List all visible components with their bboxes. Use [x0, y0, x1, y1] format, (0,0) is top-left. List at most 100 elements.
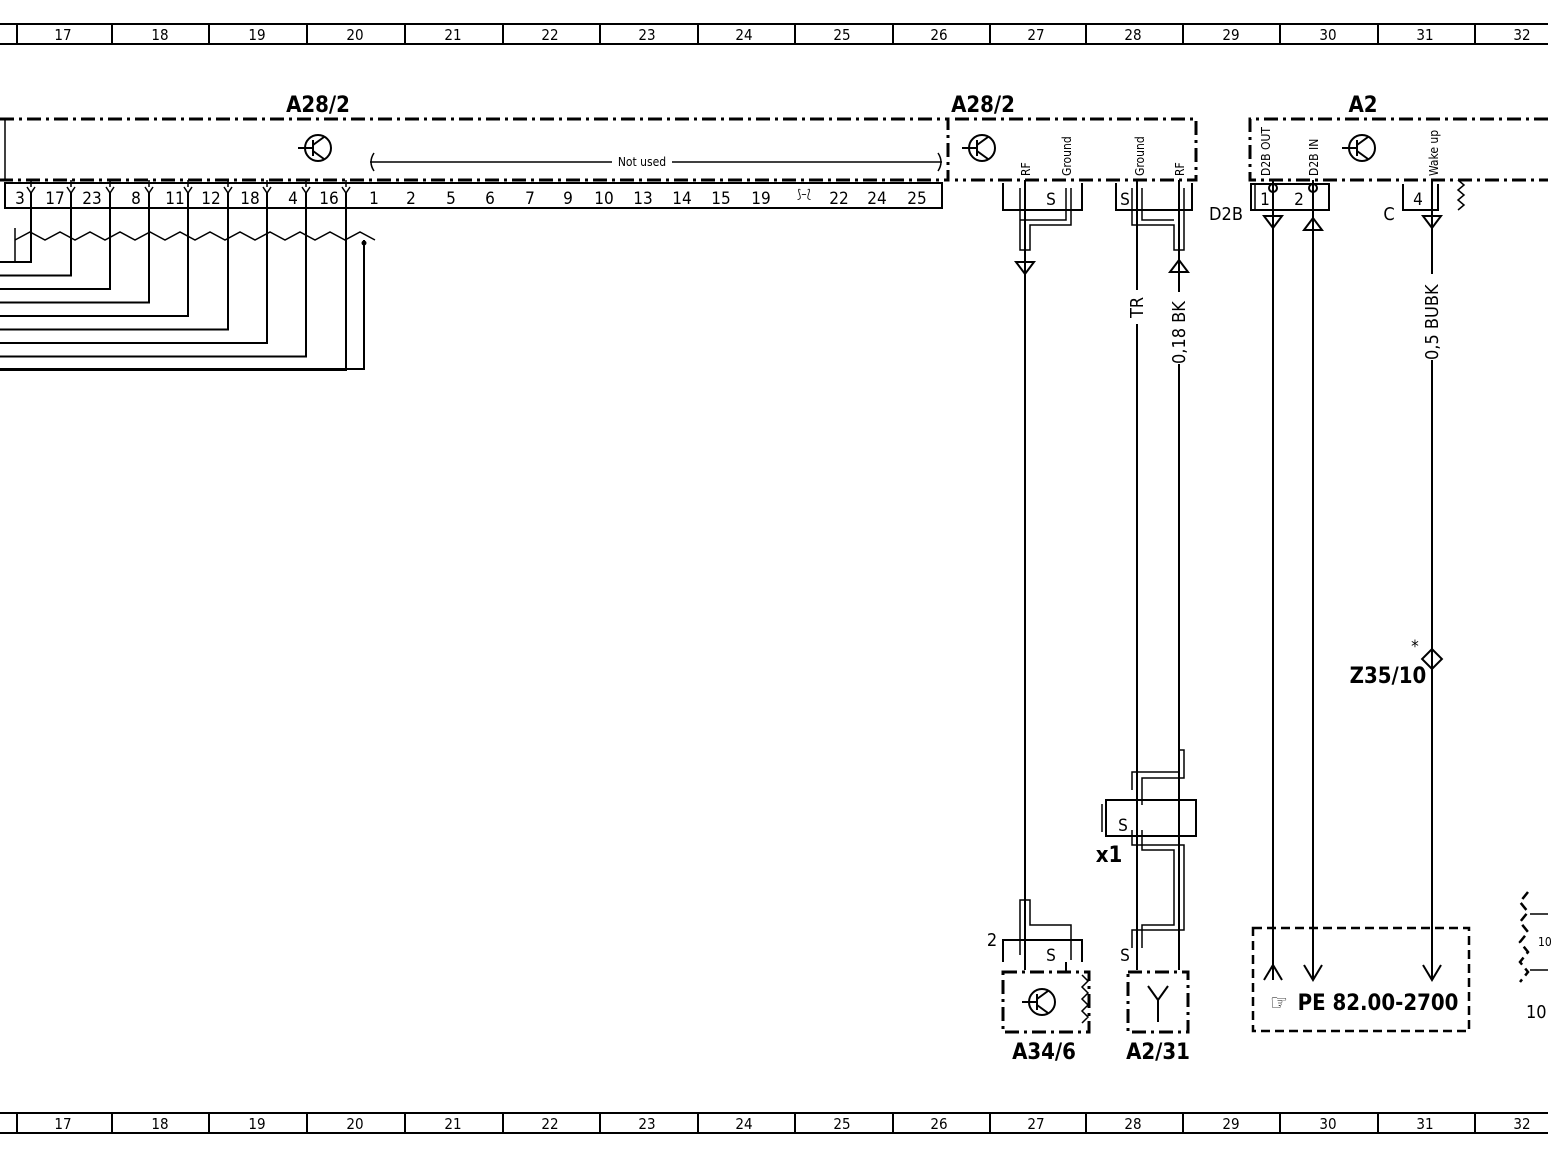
a34-shield-label: S	[1046, 946, 1056, 966]
d2b-out-label: D2B OUT	[1259, 127, 1273, 176]
grid-number: 31	[1416, 1115, 1433, 1133]
d2b-pin-2: 2	[1294, 190, 1304, 210]
grid-number: 23	[638, 26, 655, 44]
not-used-label: Not used	[618, 155, 666, 169]
x1-label: x1	[1096, 843, 1123, 868]
a28-2-module-right: A28/2 RF Ground Ground RF S S	[951, 93, 1198, 970]
x1-connector: S x1	[1096, 749, 1197, 948]
pin-socket-icon	[66, 186, 76, 195]
a28-2-unused-pin: 1	[369, 189, 379, 209]
shield-label-b: S	[1120, 190, 1130, 210]
a28-2-unused-pin: 15	[711, 189, 730, 209]
pin-socket-icon	[262, 186, 272, 195]
shield-label-a: S	[1046, 190, 1056, 210]
pe-reference-text: PE 82.00-2700	[1298, 991, 1459, 1016]
wake-up-label: Wake up	[1427, 130, 1441, 176]
grid-ruler-top: 17 18 19 20 21 22 23 24 25 26 27 28 29 30 31 32	[0, 23, 1548, 45]
a28-2-label-right: A28/2	[951, 93, 1015, 118]
a28-2-used-pin: 11	[165, 189, 184, 209]
grid-number: 19	[248, 26, 265, 44]
c-pin-4: 4	[1413, 190, 1423, 210]
grid-number: 18	[151, 26, 168, 44]
grid-number: 29	[1222, 26, 1239, 44]
grid-number: 23	[638, 1115, 655, 1133]
grid-number: 20	[346, 1115, 363, 1133]
d2b-plug-label: D2B	[1209, 204, 1243, 225]
c-plug-label: C	[1383, 204, 1394, 225]
wire-bubk-label: 0,5 BUBK	[1422, 284, 1443, 360]
pin-socket-icon	[223, 186, 233, 195]
hand-pointer-icon: ☞	[1270, 991, 1288, 1016]
a28-2-unused-pin: 19	[751, 189, 770, 209]
grid-number: 24	[735, 26, 752, 44]
pin-socket-icon	[26, 186, 36, 195]
a28-2-used-pin: 3	[15, 189, 25, 209]
pin-socket-icon	[183, 186, 193, 195]
grid-number: 22	[541, 26, 558, 44]
d2b-pin-1: 1	[1260, 190, 1270, 210]
wire-bk-label: 0,18 BK	[1169, 301, 1190, 364]
a28-2-unused-pin: 22	[829, 189, 848, 209]
transistor-icon	[1022, 988, 1056, 1016]
pin-gap-symbol: ⟆–⟅	[797, 187, 811, 201]
grid-number: 32	[1513, 26, 1530, 44]
edge-large-label: 10	[1526, 1002, 1547, 1023]
edge-small-label: 10	[1538, 935, 1552, 949]
grid-number: 27	[1027, 26, 1044, 44]
grid-number: 31	[1416, 26, 1433, 44]
a34-pin-2: 2	[987, 930, 997, 951]
a28-2-label-left: A28/2	[286, 93, 350, 118]
grid-number: 30	[1319, 26, 1336, 44]
pin-socket-icon	[341, 186, 351, 195]
pe-reference-box: ☞ PE 82.00-2700	[1251, 926, 1471, 1033]
a28-2-used-pin: 17	[45, 189, 64, 209]
a28-2-used-pin: 23	[82, 189, 101, 209]
a28-2-used-pin: 16	[319, 189, 338, 209]
a2-module: A2 D2B OUT D2B IN Wake up D2B 1 2 C 4	[1209, 93, 1548, 982]
grid-number: 28	[1124, 1115, 1141, 1133]
a2-31-label: A2/31	[1126, 1040, 1190, 1065]
grid-number: 30	[1319, 1115, 1336, 1133]
grid-number: 24	[735, 1115, 752, 1133]
z35-star: *	[1411, 637, 1419, 657]
wire-labels: TR 0,18 BK 0,5 BUBK	[1127, 274, 1443, 364]
ground-label-b: Ground	[1133, 136, 1147, 176]
a34-6-label: A34/6	[1012, 1040, 1076, 1065]
grid-number: 26	[930, 1115, 947, 1133]
grid-number: 21	[444, 26, 461, 44]
grid-number: 28	[1124, 26, 1141, 44]
grid-number: 19	[248, 1115, 265, 1133]
a28-2-unused-pin: 14	[672, 189, 691, 209]
grid-number: 29	[1222, 1115, 1239, 1133]
a28-2-used-pin: 8	[131, 189, 141, 209]
a28-2-unused-pin: 25	[907, 189, 926, 209]
a28-2-unused-pin: 13	[633, 189, 652, 209]
a28-2-unused-pin: 24	[867, 189, 886, 209]
pin-socket-icon	[301, 186, 311, 195]
a28-2-unused-pin: 5	[446, 189, 456, 209]
grid-number: 17	[54, 26, 71, 44]
d2b-in-label: D2B IN	[1307, 139, 1321, 176]
a28-2-used-pin: 18	[240, 189, 259, 209]
pin-socket-icon	[144, 186, 154, 195]
transistor-icon	[1342, 134, 1376, 162]
z35-10-label: Z35/10	[1350, 664, 1427, 689]
grid-number: 18	[151, 1115, 168, 1133]
grid-number: 22	[541, 1115, 558, 1133]
grid-number: 32	[1513, 1115, 1530, 1133]
wire-tr-label: TR	[1127, 297, 1148, 319]
a28-2-unused-pin: 2	[406, 189, 416, 209]
grid-number: 26	[930, 26, 947, 44]
grid-number: 20	[346, 26, 363, 44]
transistor-icon	[298, 134, 332, 162]
transistor-icon	[962, 134, 996, 162]
pin-socket-icon	[105, 186, 115, 195]
a28-2-used-pin: 12	[201, 189, 220, 209]
rf-label-b: RF	[1173, 162, 1187, 176]
a2-31-shield-label: S	[1120, 946, 1130, 966]
a28-2-used-pin: 4	[288, 189, 298, 209]
grid-number: 25	[833, 26, 850, 44]
